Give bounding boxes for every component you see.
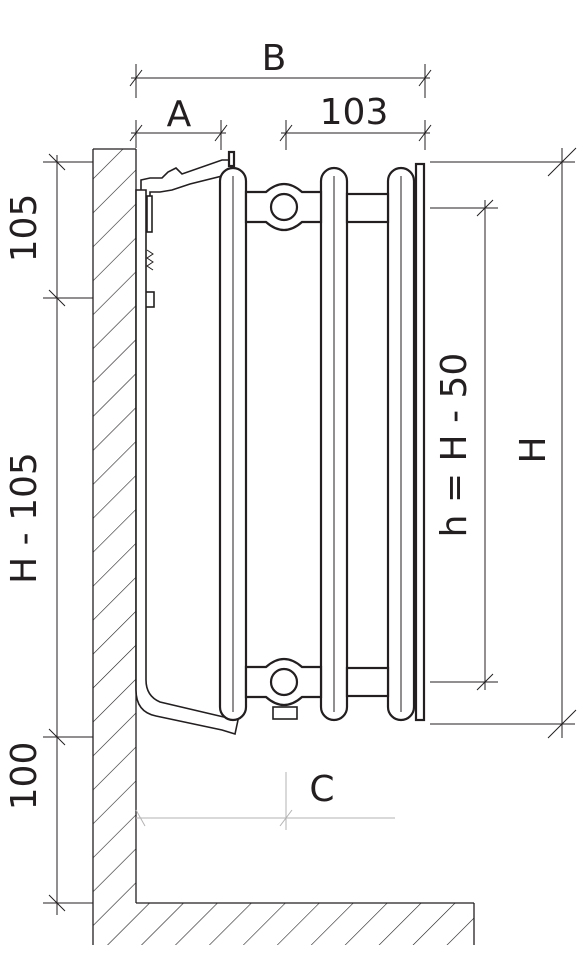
- dimension-b: B: [129, 38, 432, 98]
- dimension-left-chain: 105 H - 105 100: [4, 153, 93, 915]
- label-b: B: [262, 38, 287, 79]
- dimension-h-total: H: [430, 147, 577, 739]
- rear-panel: [414, 162, 426, 722]
- dimension-a: A: [129, 94, 228, 150]
- label-105: 105: [4, 194, 45, 263]
- label-a: A: [167, 94, 192, 135]
- radiator-section-middle: [319, 166, 349, 722]
- dimension-c: C: [135, 769, 395, 830]
- floor: [136, 902, 475, 945]
- radiator: [135, 150, 426, 736]
- dimension-103: 103: [279, 92, 432, 150]
- radiator-section-front: [218, 166, 248, 722]
- bottom-header-pipe: [244, 657, 390, 720]
- label-100: 100: [4, 742, 45, 811]
- label-h-formula: h = H - 50: [434, 353, 475, 538]
- label-c: C: [309, 769, 334, 810]
- label-h-total: H: [513, 436, 554, 463]
- label-h-minus-105: H - 105: [4, 452, 45, 584]
- dimension-h-inner: h = H - 50: [430, 199, 498, 691]
- wall: [92, 148, 137, 945]
- radiator-section-rear: [386, 166, 416, 722]
- top-header-pipe: [244, 182, 390, 232]
- label-103: 103: [320, 92, 389, 133]
